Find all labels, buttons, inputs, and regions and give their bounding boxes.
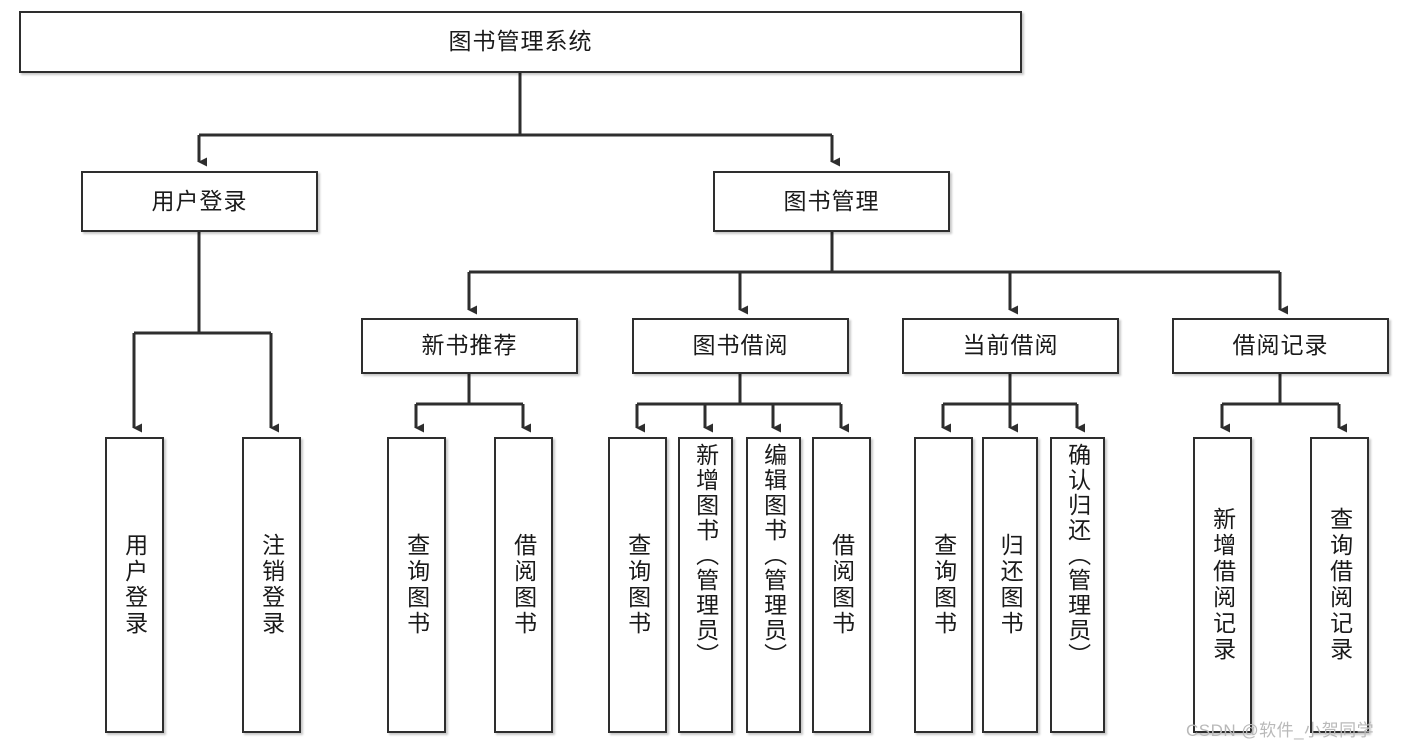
node-label: 用户登录: [121, 533, 148, 637]
node-leaf-query-book-current[interactable]: 查询图书: [914, 437, 973, 733]
node-leaf-query-book-recommend[interactable]: 查询图书: [387, 437, 446, 733]
node-leaf-return-book[interactable]: 归还图书: [982, 437, 1038, 733]
node-leaf-borrow-book-recommend[interactable]: 借阅图书: [494, 437, 553, 733]
node-new-book-recommend[interactable]: 新书推荐: [361, 318, 578, 374]
node-label: 借阅图书: [828, 533, 855, 637]
node-label: 归还图书: [997, 533, 1024, 637]
node-borrow-record[interactable]: 借阅记录: [1172, 318, 1389, 374]
node-book-management[interactable]: 图书管理: [713, 171, 950, 232]
node-root-system[interactable]: 图书管理系统: [19, 11, 1022, 73]
node-label: 借阅记录: [1232, 332, 1329, 359]
node-label: 新书推荐: [421, 332, 518, 359]
node-label: 新增借阅记录: [1209, 507, 1236, 663]
node-label: 确认归还（管理员）: [1064, 443, 1091, 668]
node-label: 注销登录: [258, 533, 285, 637]
node-label: 图书管理系统: [448, 28, 593, 55]
node-leaf-borrow-book[interactable]: 借阅图书: [812, 437, 871, 733]
node-label: 查询借阅记录: [1326, 507, 1353, 663]
node-user-login[interactable]: 用户登录: [81, 171, 318, 232]
node-leaf-query-borrow-record[interactable]: 查询借阅记录: [1310, 437, 1369, 733]
node-label: 查询图书: [624, 533, 651, 637]
node-label: 图书管理: [783, 187, 880, 214]
node-label: 图书借阅: [692, 332, 789, 359]
csdn-watermark: CSDN @软件_小贺同学: [1186, 721, 1375, 740]
node-label: 新增图书（管理员）: [692, 443, 719, 668]
node-leaf-confirm-return-admin[interactable]: 确认归还（管理员）: [1050, 437, 1105, 733]
node-leaf-logout[interactable]: 注销登录: [242, 437, 301, 733]
node-label: 当前借阅: [962, 332, 1059, 359]
node-label: 编辑图书（管理员）: [760, 443, 787, 668]
node-label: 查询图书: [930, 533, 957, 637]
node-current-borrow[interactable]: 当前借阅: [902, 318, 1119, 374]
node-book-borrow[interactable]: 图书借阅: [632, 318, 849, 374]
node-leaf-user-login[interactable]: 用户登录: [105, 437, 164, 733]
node-leaf-edit-book-admin[interactable]: 编辑图书（管理员）: [746, 437, 801, 733]
node-leaf-query-book-borrow[interactable]: 查询图书: [608, 437, 667, 733]
node-leaf-add-book-admin[interactable]: 新增图书（管理员）: [678, 437, 733, 733]
node-label: 用户登录: [151, 187, 248, 214]
node-leaf-add-borrow-record[interactable]: 新增借阅记录: [1193, 437, 1252, 733]
node-label: 借阅图书: [510, 533, 537, 637]
node-label: 查询图书: [403, 533, 430, 637]
